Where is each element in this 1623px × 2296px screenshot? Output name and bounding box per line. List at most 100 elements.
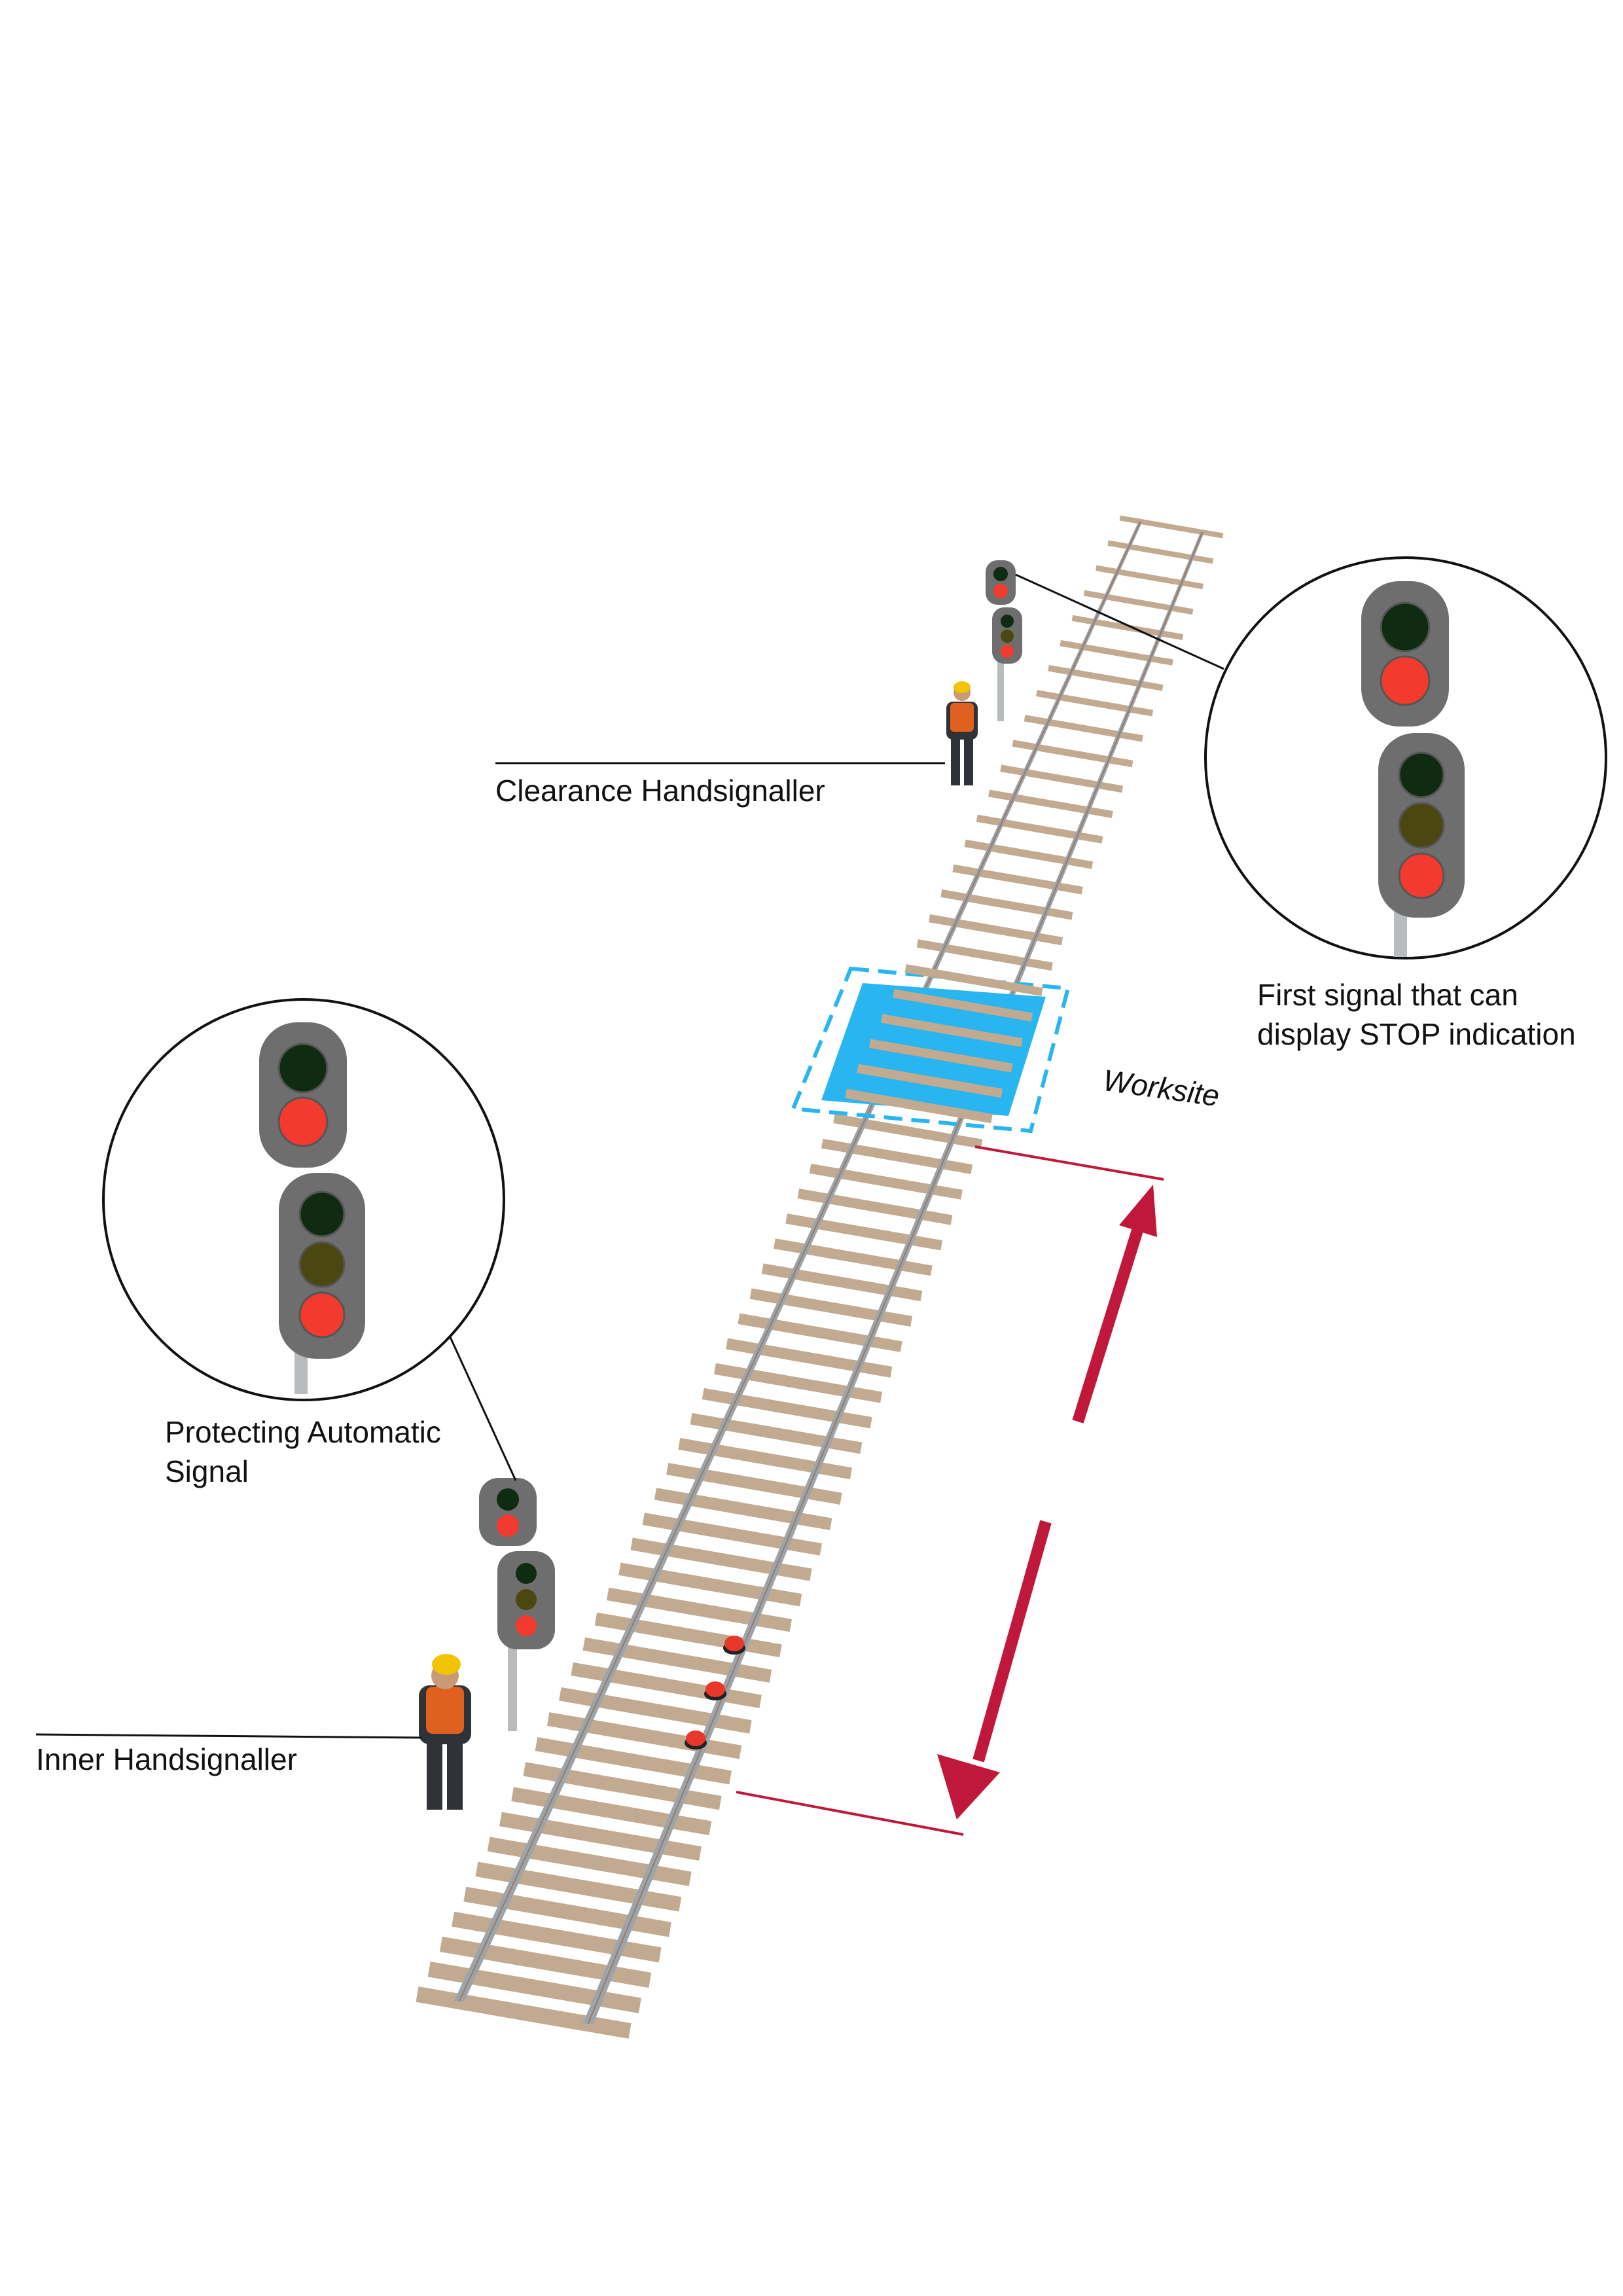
track-sleeper (559, 1687, 752, 1734)
track-detonator-icon (723, 1636, 745, 1655)
protection-distance-indicator (736, 1145, 1164, 1836)
track-sleeper (452, 1911, 662, 1963)
track-sleeper (940, 889, 1073, 920)
right-rail (582, 532, 1205, 2024)
right-rail-web (587, 531, 1204, 2024)
track-sleeper (857, 1064, 1003, 1098)
worksite-sleepers (845, 964, 1043, 1124)
track-sleeper (535, 1737, 732, 1785)
track-sleeper (738, 1313, 902, 1352)
track-sleeper (1119, 515, 1224, 539)
label-protecting-line1: Protecting Automatic (165, 1415, 441, 1449)
track-sleeper (582, 1637, 772, 1683)
track-sleeper (678, 1438, 852, 1480)
label-first-signal-line2: display STOP indication (1257, 1017, 1576, 1051)
label-protecting-line2: Signal (165, 1454, 249, 1488)
track-sleepers (416, 515, 1224, 2039)
track-sleeper (666, 1463, 842, 1505)
track-sleeper (416, 1986, 632, 2039)
railway-signal-icon (259, 1022, 347, 1168)
track-sleeper (1096, 565, 1204, 590)
label-clearance-handsignaller: Clearance Handsignaller (495, 774, 825, 808)
track-sleeper (1071, 615, 1184, 640)
track-sleeper (749, 1288, 913, 1327)
leader-protecting-signal (449, 1336, 517, 1481)
track-sleeper (868, 1039, 1013, 1073)
protecting-automatic-signal (479, 1478, 555, 1731)
track-sleeper (1107, 540, 1214, 564)
track-sleeper (928, 914, 1063, 946)
track-sleeper (785, 1213, 943, 1251)
track-sleeper (475, 1861, 682, 1912)
label-inner-handsignaller: Inner Handsignaller (36, 1742, 297, 1776)
railway-signal-icon (497, 1551, 555, 1649)
left-rail (454, 521, 1143, 2001)
railway-signal-icon (479, 1478, 537, 1546)
railway-signal-icon (986, 560, 1016, 605)
left-rail-web (458, 521, 1141, 2002)
track-sleeper (1048, 665, 1164, 691)
track-sleeper (523, 1762, 722, 1810)
worksite-area (790, 964, 1071, 1134)
track-sleeper (571, 1662, 762, 1708)
track-sleeper (618, 1562, 802, 1607)
track-sleeper (642, 1513, 822, 1556)
track-sleeper (774, 1238, 933, 1276)
track-sleeper (690, 1412, 863, 1454)
track-detonator-icon (685, 1731, 707, 1749)
signal-pole (1394, 903, 1407, 957)
track-sleeper (964, 839, 1094, 869)
track-sleeper (546, 1712, 742, 1759)
track-sleeper (606, 1587, 792, 1632)
track-detonator-icon (704, 1681, 726, 1700)
track-sleeper (499, 1812, 702, 1861)
track-sleeper (511, 1787, 712, 1836)
track-sleeper (713, 1363, 883, 1403)
track-sleeper (427, 1962, 641, 2014)
track-sleeper (630, 1537, 812, 1581)
track-sleeper (1024, 715, 1143, 742)
track-sleeper (893, 989, 1033, 1022)
first-signal-magnified-callout (1204, 556, 1607, 960)
leader-inner-handsignaller (35, 1733, 422, 1739)
track-sleeper (952, 864, 1083, 895)
leader-lines (35, 573, 1224, 1739)
railway-track (416, 515, 1224, 2039)
clearance-handsignaller-figure (946, 681, 978, 785)
distance-tick-top (974, 1145, 1164, 1181)
signal-pole (508, 1636, 517, 1731)
track-sleeper (487, 1837, 692, 1886)
track-sleeper (1035, 690, 1154, 717)
railway-signal-icon (1361, 581, 1449, 726)
track-sleeper (821, 1138, 973, 1174)
distance-arrow-lower-shaft (972, 1520, 1052, 1763)
track-worker-icon (419, 1654, 471, 1810)
track-sleeper (654, 1488, 832, 1530)
track-sleeper (594, 1612, 782, 1658)
track-sleeper (1060, 639, 1173, 666)
inner-handsignaller-figure (419, 1654, 471, 1810)
railway-signal-icon (1378, 733, 1465, 918)
railway-signal-icon (279, 1173, 365, 1359)
track-sleeper (726, 1338, 893, 1378)
track-sleeper (1083, 590, 1194, 615)
track-sleeper (881, 1014, 1023, 1047)
track-sleeper (463, 1886, 671, 1937)
track-sleeper (1000, 764, 1124, 793)
worksite-fill (821, 983, 1046, 1116)
track-sleeper (797, 1189, 953, 1225)
track-sleeper (988, 789, 1113, 818)
track-worker-icon (946, 681, 978, 785)
track-sleeper (761, 1263, 923, 1302)
distance-arrow-down-head (937, 1754, 1000, 1820)
distance-arrow-upper-shaft (1072, 1229, 1143, 1424)
track-sleeper (702, 1388, 872, 1429)
leader-first-signal (1015, 573, 1224, 670)
track-sleeper (845, 1088, 993, 1124)
label-first-signal-line1: First signal that can (1257, 978, 1518, 1012)
signal-pole (997, 661, 1004, 721)
track-sleeper (904, 964, 1043, 996)
track-sleeper (976, 814, 1103, 844)
track-sleeper (916, 939, 1053, 971)
